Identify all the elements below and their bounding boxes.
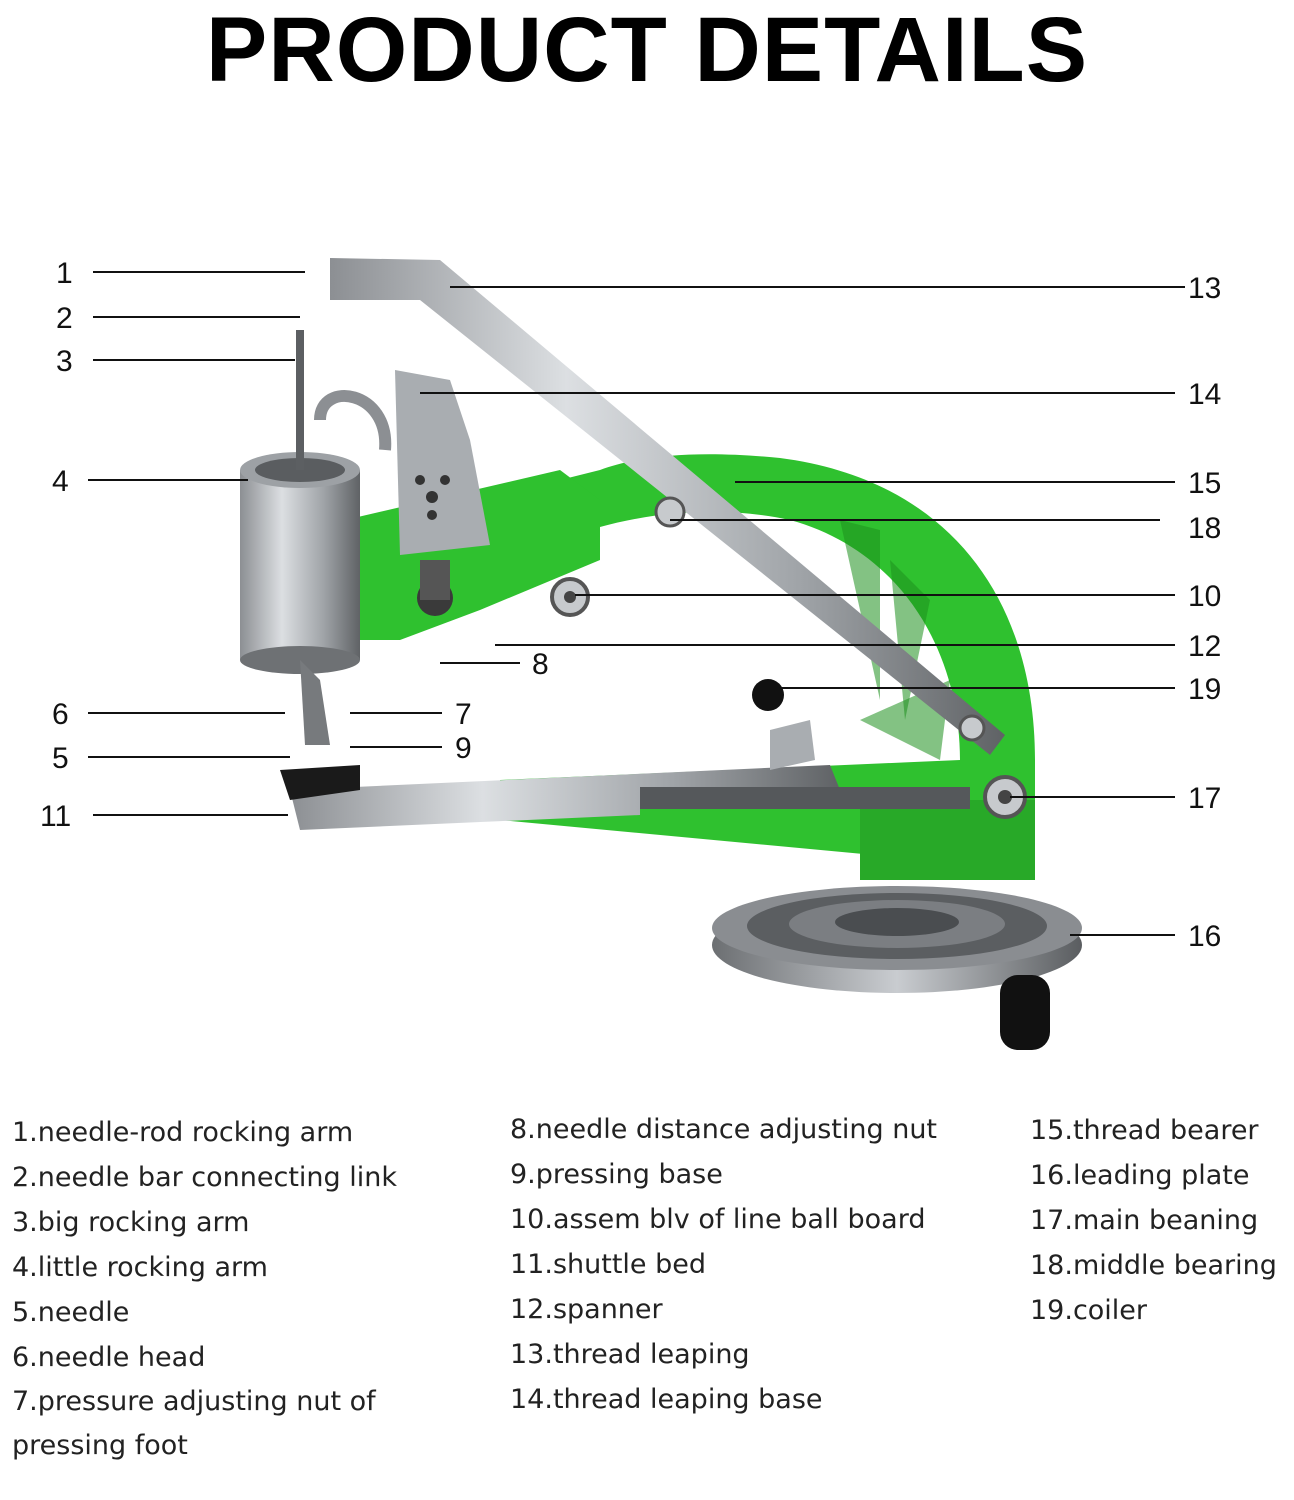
callout-4: 4 bbox=[52, 465, 69, 498]
callout-numbers: 1 2 3 4 6 5 11 7 9 8 13 14 15 18 10 12 1… bbox=[40, 257, 1221, 953]
page-title: PRODUCT DETAILS bbox=[205, 0, 1089, 101]
legend-item: 6.needle head bbox=[12, 1342, 206, 1373]
legend-item: 4.little rocking arm bbox=[12, 1252, 268, 1283]
legend-item: 12.spanner bbox=[510, 1294, 663, 1325]
callout-19: 19 bbox=[1188, 673, 1221, 706]
legend-item: 10.assem blv of line ball board bbox=[510, 1204, 926, 1235]
legend-item: 16.leading plate bbox=[1030, 1160, 1250, 1191]
legend-item: 11.shuttle bed bbox=[510, 1249, 706, 1280]
line-ball-board bbox=[550, 577, 590, 617]
legend-item: 8.needle distance adjusting nut bbox=[510, 1114, 938, 1145]
callout-13: 13 bbox=[1188, 272, 1221, 305]
needle-head-assembly bbox=[417, 560, 453, 616]
callout-8: 8 bbox=[532, 648, 549, 681]
cylinder-housing bbox=[240, 330, 392, 745]
legend-item: 17.main beaning bbox=[1030, 1205, 1259, 1236]
callout-5: 5 bbox=[52, 742, 69, 775]
legend-item: 2.needle bar connecting link bbox=[12, 1162, 398, 1193]
legend-column-3: 15.thread bearer 16.leading plate 17.mai… bbox=[1030, 1108, 1277, 1333]
callout-11: 11 bbox=[40, 800, 71, 833]
callout-6: 6 bbox=[52, 698, 69, 731]
legend-item: 13.thread leaping bbox=[510, 1339, 750, 1370]
callout-14: 14 bbox=[1188, 378, 1221, 411]
callout-9: 9 bbox=[455, 732, 472, 765]
green-frame bbox=[345, 454, 1035, 880]
legend-item: 18.middle bearing bbox=[1030, 1250, 1277, 1281]
callout-12: 12 bbox=[1188, 630, 1221, 663]
machine-diagram: 1 2 3 4 6 5 11 7 9 8 13 14 15 18 10 12 1… bbox=[40, 257, 1221, 1050]
leading-plate-wheel bbox=[712, 886, 1082, 1050]
callout-7: 7 bbox=[455, 698, 472, 731]
shuttle-bed-bar bbox=[280, 765, 970, 830]
callout-16: 16 bbox=[1188, 920, 1221, 953]
parts-legend: 1.needle-rod rocking arm 2.needle bar co… bbox=[0, 1110, 1294, 1500]
legend-item: 14.thread leaping base bbox=[510, 1384, 823, 1415]
callout-1: 1 bbox=[56, 257, 73, 290]
legend-item: 1.needle-rod rocking arm bbox=[12, 1117, 354, 1148]
legend-item: 19.coiler bbox=[1030, 1295, 1148, 1326]
leader-lines bbox=[88, 271, 1185, 936]
legend-item: 9.pressing base bbox=[510, 1159, 723, 1190]
callout-17: 17 bbox=[1188, 782, 1221, 815]
callout-2: 2 bbox=[56, 302, 73, 335]
legend-column-1: 1.needle-rod rocking arm 2.needle bar co… bbox=[12, 1110, 412, 1468]
callout-10: 10 bbox=[1188, 580, 1221, 613]
legend-item: 5.needle bbox=[12, 1297, 130, 1328]
legend-item: 15.thread bearer bbox=[1030, 1115, 1259, 1146]
legend-item: 3.big rocking arm bbox=[12, 1207, 250, 1238]
callout-18: 18 bbox=[1188, 512, 1221, 545]
legend-column-2: 8.needle distance adjusting nut 9.pressi… bbox=[510, 1107, 937, 1422]
callout-15: 15 bbox=[1188, 467, 1221, 500]
coiler-wheel bbox=[752, 679, 815, 770]
callout-3: 3 bbox=[56, 345, 73, 378]
legend-item: 7.pressure adjusting nut of pressing foo… bbox=[12, 1386, 376, 1461]
